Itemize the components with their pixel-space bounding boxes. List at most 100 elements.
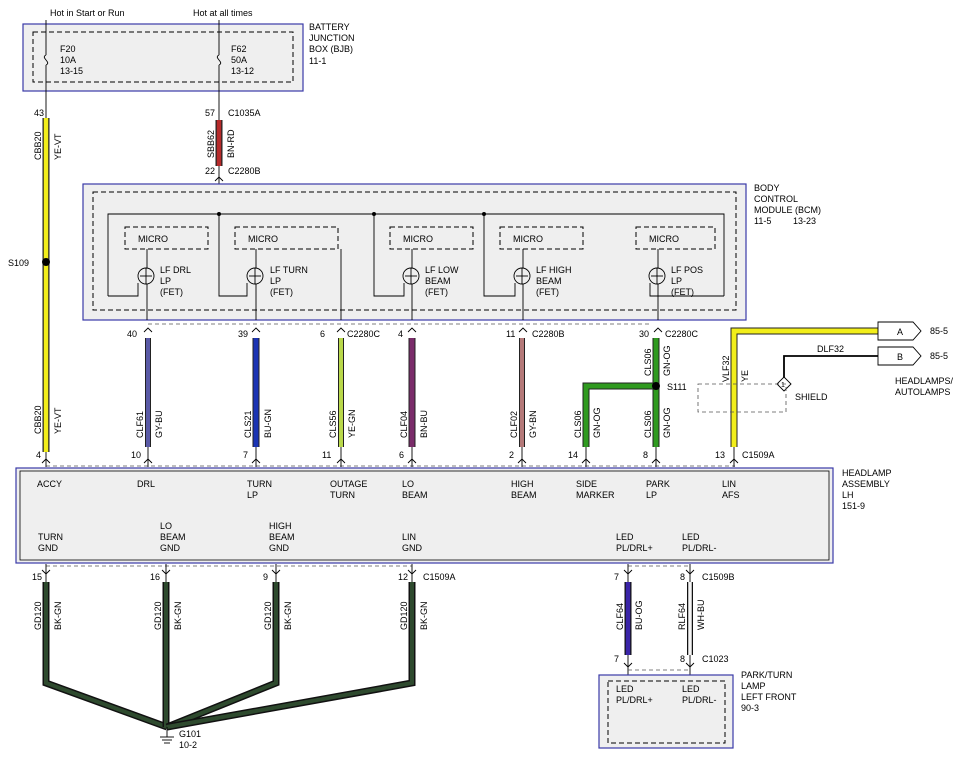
pin-top-6: 6 <box>320 329 325 339</box>
pin-name-lo-gnd-3: GND <box>160 543 181 553</box>
splice-s111-label: S111 <box>667 382 687 392</box>
connector-c1509a-top: C1509A <box>742 450 775 460</box>
middle-wires: 40 39 6 C2280C 4 11 C2280B 30 C2280C <box>41 323 739 467</box>
connector-c1509a-bottom: C1509A <box>423 572 456 582</box>
headlamp-title-3: LH <box>842 490 854 500</box>
bcm-ref-2: 13-23 <box>793 216 816 226</box>
pin-name-turn-gnd-1: TURN <box>38 532 63 542</box>
bcm-title-2: CONTROL <box>754 194 798 204</box>
park-turn-title-2: LAMP <box>741 681 766 691</box>
fet-pos-line-2: LP <box>671 276 682 286</box>
headlamps-dest-2: AUTOLAMPS <box>895 387 950 397</box>
connector-c1035a: C1035A <box>228 108 261 118</box>
park-turn-ref: 90-3 <box>741 703 759 713</box>
ground-wires: 15 16 9 12 C1509A GD120 BK-GN GD120 BK-G… <box>32 564 456 750</box>
pin-name-drl: DRL <box>137 479 155 489</box>
fet-low-line-1: LF LOW <box>425 265 459 275</box>
pin-bot-2: 2 <box>509 450 514 460</box>
cls56-color: YE-GN <box>347 409 357 438</box>
sbb62-color: BN-RD <box>226 129 236 158</box>
bjb-title-3: BOX (BJB) <box>309 44 353 54</box>
dlf32-circuit: DLF32 <box>817 344 844 354</box>
gnd-pin-9: 9 <box>263 572 268 582</box>
gd120-color-3: BK-GN <box>283 601 293 630</box>
fet-turn-line-1: LF TURN <box>270 265 308 275</box>
pin-57: 57 <box>205 108 215 118</box>
cbb20-color-lower: YE-VT <box>53 407 63 434</box>
headlamps-dest-1: HEADLAMPS/ <box>895 376 954 386</box>
clf61-circuit: CLF61 <box>135 411 145 438</box>
vlf32-circuit: VLF32 <box>721 355 731 382</box>
battery-junction-box: Hot in Start or Run Hot at all times BAT… <box>22 8 355 92</box>
fet-icon-high-beam <box>513 267 531 285</box>
park-pin-led-minus-1: LED <box>682 684 700 694</box>
park-pin-led-plus-1: LED <box>616 684 634 694</box>
gnd-pin-16: 16 <box>150 572 160 582</box>
connector-b-pin: B <box>897 352 903 362</box>
pin-name-turn-gnd-2: GND <box>38 543 59 553</box>
pin-name-lo-gnd-1: LO <box>160 521 172 531</box>
fet-icon-low-beam <box>402 267 420 285</box>
fet-turn-line-3: (FET) <box>270 287 293 297</box>
pin-name-outage-2: TURN <box>330 490 355 500</box>
connector-c1509b: C1509B <box>702 572 735 582</box>
fuse-f20-ref: 13-15 <box>60 66 83 76</box>
micro-label-4: MICRO <box>513 234 543 244</box>
pin-top-4: 4 <box>398 329 403 339</box>
hot-in-start-run-label: Hot in Start or Run <box>50 8 125 18</box>
rlf64-circuit: RLF64 <box>677 603 687 630</box>
park-lower-circuit: CLS06 <box>643 410 653 438</box>
splice-s109-label: S109 <box>8 258 29 268</box>
fet-pos-line-1: LF POS <box>671 265 703 275</box>
park-upper-circuit: CLS06 <box>643 348 653 376</box>
upper-wires: 43 S109 CBB20 YE-VT CBB20 YE-VT 4 57 C10… <box>8 92 261 460</box>
pin-22: 22 <box>205 166 215 176</box>
fuse-f20-name: F20 <box>60 44 76 54</box>
fet-pos-line-3: (FET) <box>671 287 694 297</box>
hot-at-all-times-label: Hot at all times <box>193 8 253 18</box>
bjb-ref: 11-1 <box>309 56 326 66</box>
bjb-title-1: BATTERY <box>309 22 350 32</box>
pin-name-side-1: SIDE <box>576 479 597 489</box>
pin-name-led-minus-1: LED <box>682 532 700 542</box>
fuse-f20-rating: 10A <box>60 55 76 65</box>
gnd-pin-15: 15 <box>32 572 42 582</box>
gd120-color-4: BK-GN <box>419 601 429 630</box>
cls21-color: BU-GN <box>263 409 273 438</box>
led-pin-top-8: 8 <box>680 572 685 582</box>
led-pin-top-7: 7 <box>614 572 619 582</box>
pin-name-high-2: BEAM <box>511 490 537 500</box>
led-pin-bot-7: 7 <box>614 654 619 664</box>
micro-label-1: MICRO <box>138 234 168 244</box>
connector-c1023: C1023 <box>702 654 729 664</box>
side-cls06-color: GN-OG <box>592 408 602 439</box>
connector-a-pin: A <box>897 327 903 337</box>
pin-bot-6: 6 <box>399 450 404 460</box>
headlamp-ref: 151-9 <box>842 501 865 511</box>
cls56-circuit: CLS56 <box>328 410 338 438</box>
pin-top-11: 11 <box>506 329 515 339</box>
connector-c2280c-a: C2280C <box>347 329 381 339</box>
fet-icon-drl <box>137 267 155 285</box>
pin-name-side-2: MARKER <box>576 490 615 500</box>
sbb62-circuit: SBB62 <box>206 130 216 158</box>
micro-label-3: MICRO <box>403 234 433 244</box>
fuse-f20-icon <box>43 54 49 66</box>
connector-c2280b-b: C2280B <box>532 329 565 339</box>
pin-name-high-gnd-2: BEAM <box>269 532 295 542</box>
cbb20-color-upper: YE-VT <box>53 133 63 160</box>
connector-a-ref: 85-5 <box>930 326 948 336</box>
fet-icon-turn <box>246 267 264 285</box>
pin-name-lo-1: LO <box>402 479 414 489</box>
fet-low-line-2: BEAM <box>425 276 451 286</box>
pin-name-park-1: PARK <box>646 479 670 489</box>
led-wires: 7 8 C1509B CLF64 BU-OG RLF64 WH-BU 7 8 C… <box>614 564 735 676</box>
pin-bot-7: 7 <box>243 450 248 460</box>
splice-s109-dot <box>42 258 50 266</box>
connector-b-ref: 85-5 <box>930 351 948 361</box>
rlf64-color: WH-BU <box>696 600 706 631</box>
fet-low-line-3: (FET) <box>425 287 448 297</box>
pin-name-lo-gnd-2: BEAM <box>160 532 186 542</box>
connector-c2280c-b: C2280C <box>665 329 699 339</box>
